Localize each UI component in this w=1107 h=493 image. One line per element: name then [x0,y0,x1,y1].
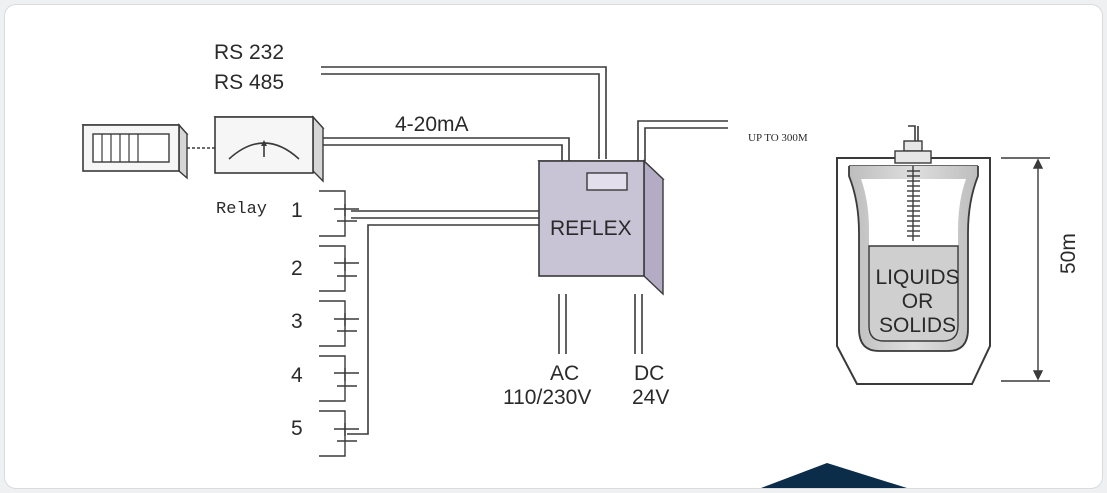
relay-cables [347,210,539,435]
height-dimension [1001,157,1050,382]
relay-contact-icon [319,245,359,292]
relay-contact-icon [319,355,359,402]
tank-contents-line-2: OR [901,290,934,313]
display-icon [81,123,189,180]
rs485-label: RS 485 [214,71,285,94]
rs232-label: RS 232 [214,41,285,64]
relay-contact-icon [319,410,359,457]
ac-label: AC [550,362,580,385]
analog-cable [323,137,570,161]
corner-accent [761,463,907,488]
wiring-diagram [81,66,1050,488]
tank [836,157,991,385]
reflex-device [537,159,665,296]
meter-icon [213,115,325,183]
relay-number-3: 3 [291,310,303,333]
rs-cable [321,66,607,159]
relay-bank [319,190,359,457]
diagram-frame: RS 232 RS 485 4-20mA UP TO 300M REFLEX R… [4,4,1103,489]
analog-label: 4-20mA [395,113,469,136]
ac-voltage-label: 110/230V [503,386,592,409]
height-label: 50m [1057,233,1080,274]
tank-contents-line-3: SOLIDS [878,314,957,337]
dc-label: DC [634,362,665,385]
tank-contents-line-1: LIQUIDS [875,266,960,289]
power-cables [558,294,643,354]
sensor-icon [894,125,932,241]
relay-contact-icon [319,300,359,347]
relay-label: Relay [216,200,268,219]
relay-number-4: 4 [291,364,303,387]
relay-number-1: 1 [291,199,303,222]
relay-number-2: 2 [291,257,303,280]
range-cable [637,120,728,161]
dc-voltage-label: 24V [632,386,670,409]
device-label: REFLEX [550,217,632,240]
relay-number-5: 5 [291,417,303,440]
range-label: UP TO 300M [748,132,808,144]
relay-contact-icon [319,190,359,237]
